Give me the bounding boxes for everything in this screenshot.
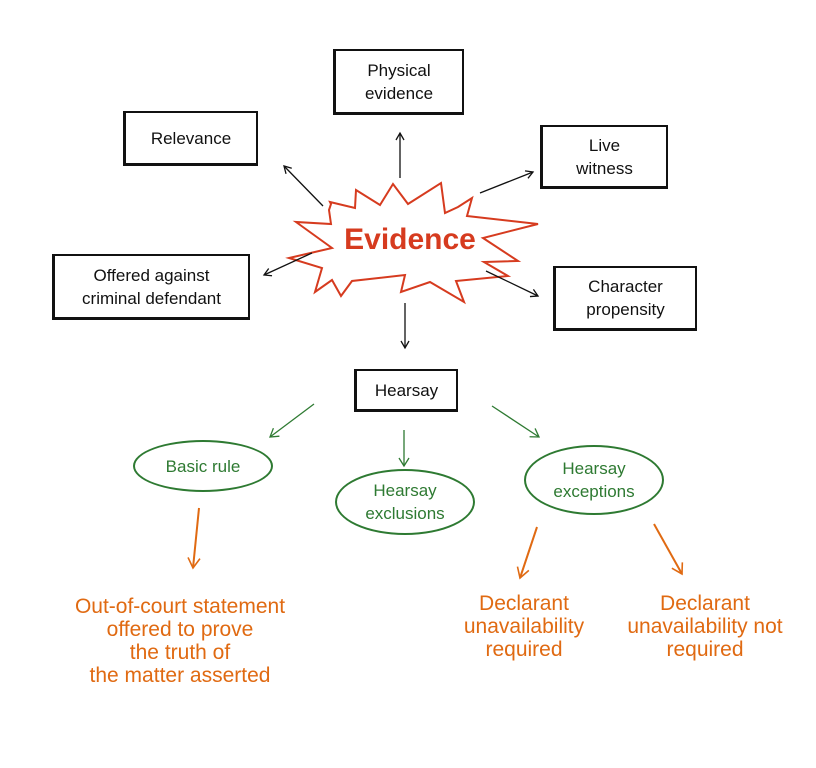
- node-label-line: evidence: [364, 83, 434, 103]
- arrow-to-unavailability-required: [516, 526, 538, 580]
- arrow-to-basic-rule: [269, 403, 315, 438]
- node-label-line: exclusions: [365, 504, 445, 523]
- arrow-to-out-of-court: [187, 507, 201, 570]
- node-label-line: Physical: [367, 60, 431, 80]
- node-live-witness[interactable]: Live witness: [540, 125, 668, 189]
- node-label: Basic rule: [165, 456, 241, 476]
- arrow-to-hearsay-exceptions: [491, 405, 541, 438]
- leaf-line: Out-of-court statement: [74, 595, 286, 618]
- node-basic-rule[interactable]: Basic rule: [133, 440, 273, 492]
- leaf-line: the truth of: [129, 641, 231, 664]
- arrow-to-unavailability-not-required: [653, 523, 684, 576]
- arrow-to-character-propensity: [485, 270, 540, 298]
- leaf-line: unavailability not: [627, 615, 783, 638]
- node-out-of-court-statement: Out-of-court statement offered to prove …: [30, 595, 330, 687]
- evidence-center-label: Evidence: [344, 223, 476, 256]
- node-offered-against-criminal-defendant[interactable]: Offered against criminal defendant: [52, 254, 250, 320]
- leaf-line: required: [666, 638, 744, 661]
- node-label-line: Hearsay: [373, 481, 437, 500]
- leaf-line: Declarant: [479, 592, 569, 615]
- arrow-to-live-witness: [479, 170, 535, 194]
- leaf-line: required: [485, 638, 563, 661]
- node-hearsay-exclusions[interactable]: Hearsay exclusions: [335, 469, 475, 535]
- node-label-line: criminal defendant: [82, 288, 221, 308]
- node-declarant-unavailability-required: Declarant unavailability required: [444, 592, 604, 661]
- evidence-starburst: [285, 181, 539, 305]
- arrow-to-offered-against: [262, 252, 313, 277]
- node-physical-evidence[interactable]: Physical evidence: [333, 49, 464, 115]
- node-label-line: witness: [576, 158, 633, 178]
- node-declarant-unavailability-not-required: Declarant unavailability not required: [605, 592, 805, 661]
- node-label-line: Character: [588, 277, 663, 296]
- node-relevance[interactable]: Relevance: [123, 111, 258, 166]
- node-hearsay[interactable]: Hearsay: [354, 369, 458, 412]
- node-label: Hearsay: [374, 380, 439, 400]
- leaf-line: offered to prove: [106, 618, 254, 641]
- node-label-line: exceptions: [553, 482, 635, 501]
- node-label-line: Hearsay: [562, 459, 626, 478]
- arrow-to-relevance: [283, 165, 324, 207]
- node-label-line: Offered against: [93, 265, 210, 285]
- leaf-line: unavailability: [463, 615, 585, 638]
- node-label: Relevance: [150, 128, 232, 148]
- node-hearsay-exceptions[interactable]: Hearsay exceptions: [524, 445, 664, 515]
- node-character-propensity[interactable]: Character propensity: [553, 266, 697, 331]
- leaf-line: the matter asserted: [89, 664, 271, 687]
- node-label-line: propensity: [586, 300, 665, 319]
- leaf-line: Declarant: [660, 592, 750, 615]
- node-label-line: Live: [588, 135, 621, 155]
